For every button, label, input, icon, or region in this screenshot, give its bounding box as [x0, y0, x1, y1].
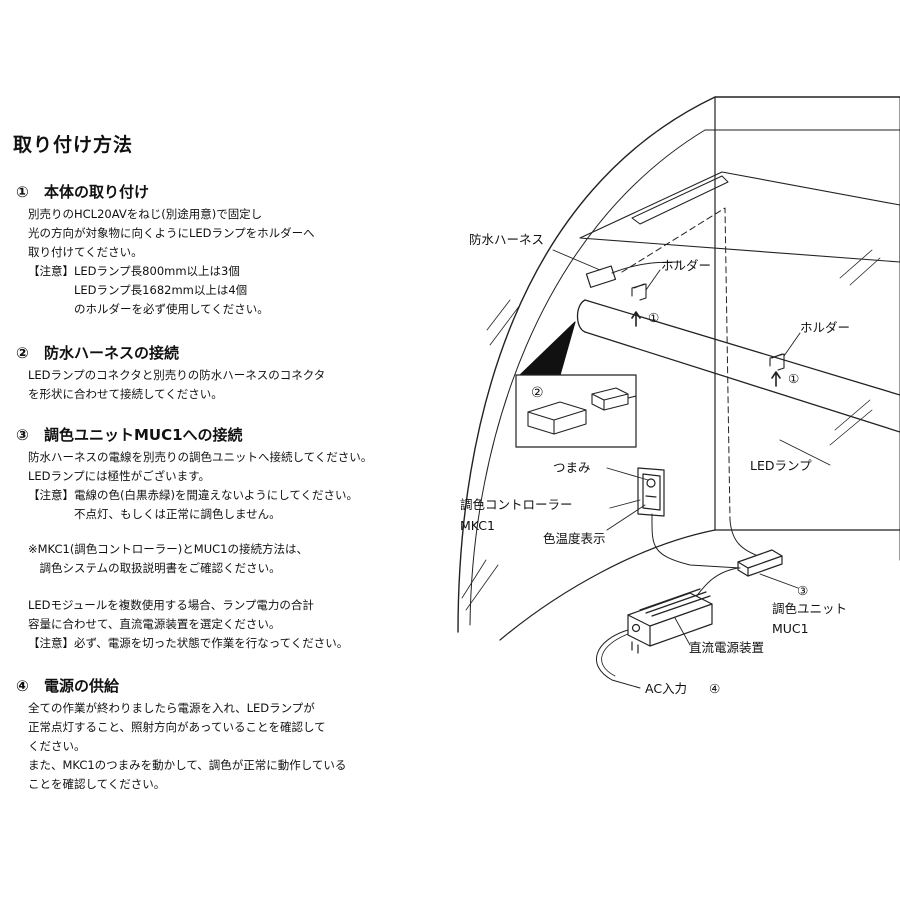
unit-step: ③: [797, 583, 809, 598]
controller-leader: [609, 499, 641, 509]
holder-2-arrow: [771, 371, 781, 387]
inset-callout-wedge: [519, 321, 576, 376]
mkc1-note-line: ※MKC1(調色コントローラー)とMUC1の接続方法は、: [28, 542, 308, 556]
holder-2-label: ホルダー: [800, 320, 851, 335]
section-4-line: 全ての作業が終わりましたら電源を入れ、LEDランプが: [28, 701, 315, 715]
holder-2-step: ①: [788, 371, 800, 386]
hidden-line: [621, 207, 731, 521]
unit-label: 調色ユニット: [772, 601, 848, 616]
controller-mkc1: [637, 467, 665, 517]
unit-leader: [759, 573, 799, 589]
ac-input-label: AC入力: [645, 681, 688, 696]
led-lamp-end-cap: [576, 299, 586, 333]
section-2-number: ②: [16, 344, 29, 362]
glass-reflection: [461, 249, 881, 611]
power-supply-label: 直流電源装置: [689, 640, 765, 655]
section-3-heading: ③ 調色ユニットMUC1への接続: [16, 425, 372, 445]
led-lamp-bottom-edge: [584, 331, 900, 433]
section-4-line: ことを確認してください。: [28, 777, 166, 791]
inset-step: ②: [531, 385, 544, 401]
shelf-slot: [631, 175, 729, 225]
led-lamp-leader: [779, 439, 831, 466]
harness-cable: [611, 261, 681, 274]
color-temp-label: 色温度表示: [543, 531, 606, 546]
section-3-title: 調色ユニットMUC1への接続: [44, 426, 243, 444]
section-4-number: ④: [16, 677, 29, 695]
controller-label: 調色コントローラー: [460, 497, 573, 512]
controller-cable: [651, 513, 741, 569]
knob-leader: [606, 467, 649, 481]
section-4-line: ください。: [28, 739, 86, 753]
inset-connectors: [527, 387, 637, 435]
holder-1-step: ①: [648, 310, 660, 325]
section-1-line: LEDランプ長1682mm以上は4個: [28, 283, 248, 297]
section-2: ② 防水ハーネスの接続 LEDランプのコネクタと別売りの防水ハーネスのコネクタ を…: [16, 343, 325, 404]
section-4-line: 正常点灯すること、照射方向があっていることを確認して: [28, 720, 326, 734]
module-note-line: 【注意】必ず、電源を切った状態で作業を行なってください。: [28, 636, 349, 650]
section-1-line: 別売りのHCL20AVをねじ(別途用意)で固定し: [28, 207, 263, 221]
holder-1-label: ホルダー: [661, 258, 712, 273]
section-1-number: ①: [16, 183, 29, 201]
module-note: LEDモジュールを複数使用する場合、ランプ電力の合計 容量に合わせて、直流電源装…: [16, 596, 348, 653]
ac-input-cable-2: [601, 633, 629, 677]
section-3-number: ③: [16, 426, 29, 444]
color-temp-leader: [606, 504, 646, 531]
harness-leader: [552, 249, 601, 271]
section-1: ① 本体の取り付け 別売りのHCL20AVをねじ(別途用意)で固定し 光の方向が対…: [16, 182, 315, 319]
led-lamp-label: LEDランプ: [750, 458, 812, 473]
section-4: ④ 電源の供給 全ての作業が終わりましたら電源を入れ、LEDランプが 正常点灯する…: [16, 676, 346, 794]
section-2-line: LEDランプのコネクタと別売りの防水ハーネスのコネクタ: [28, 368, 326, 382]
section-4-title: 電源の供給: [44, 677, 120, 695]
module-note-line: 容量に合わせて、直流電源装置を選定ください。: [28, 617, 281, 631]
section-4-heading: ④ 電源の供給: [16, 676, 346, 696]
cabinet-outline: [457, 96, 900, 633]
lamp-cable: [729, 519, 759, 557]
cabinet-floor-front: [499, 529, 716, 641]
section-4-line: また、MKC1のつまみを動かして、調色が正常に動作している: [28, 758, 347, 772]
cabinet-inner-arch: [469, 129, 706, 626]
module-note-line: LEDモジュールを複数使用する場合、ランプ電力の合計: [28, 598, 314, 612]
section-1-heading: ① 本体の取り付け: [16, 182, 315, 202]
power-supply-leader: [674, 617, 691, 646]
holder-2-leader: [783, 332, 801, 357]
led-lamp-top-edge: [584, 299, 900, 396]
controller-model-label: MKC1: [460, 518, 495, 533]
harness-label: 防水ハーネス: [469, 232, 545, 247]
page-title: 取り付け方法: [13, 134, 134, 156]
knob-label: つまみ: [553, 460, 591, 475]
section-3-line: 【注意】電線の色(白黒赤緑)を間違えないようにしてください。: [28, 488, 359, 502]
mkc1-note-line: 調色システムの取扱説明書をご確認ください。: [28, 561, 281, 575]
holder-1-arrow: [631, 311, 641, 327]
unit-model-label: MUC1: [772, 621, 809, 636]
section-1-line: 光の方向が対象物に向くようにLEDランプをホルダーへ: [28, 226, 315, 240]
section-3: ③ 調色ユニットMUC1への接続 防水ハーネスの電線を別売りの調色ユニットへ接続し…: [16, 425, 372, 524]
shelf-panel: [579, 171, 900, 263]
section-1-line: 【注意】LEDランプ長800mm以上は3個: [28, 264, 240, 278]
section-3-line: 防水ハーネスの電線を別売りの調色ユニットへ接続してください。: [28, 450, 373, 464]
section-2-title: 防水ハーネスの接続: [44, 344, 180, 362]
led-lamp-connector: [585, 265, 617, 288]
color-unit-muc1: [737, 549, 783, 577]
holder-2: [769, 353, 785, 371]
mkc1-note: ※MKC1(調色コントローラー)とMUC1の接続方法は、 調色システムの取扱説明…: [16, 540, 308, 578]
section-1-line: のホルダーを必ず使用してください。: [28, 302, 269, 316]
ac-input-step: ④: [709, 681, 721, 696]
ac-input-cable: [595, 629, 641, 689]
section-2-heading: ② 防水ハーネスの接続: [16, 343, 325, 363]
section-3-line: LEDランプには極性がございます。: [28, 469, 211, 483]
dc-power-supply: [627, 588, 713, 654]
section-3-line: 不点灯、もしくは正常に調色しません。: [28, 507, 281, 521]
inset-box: [515, 374, 637, 448]
section-2-line: を形状に合わせて接続してください。: [28, 387, 223, 401]
holder-1: [631, 283, 647, 301]
section-1-title: 本体の取り付け: [44, 183, 150, 201]
holder-1-leader: [645, 269, 661, 291]
section-1-line: 取り付けてください。: [28, 245, 143, 259]
